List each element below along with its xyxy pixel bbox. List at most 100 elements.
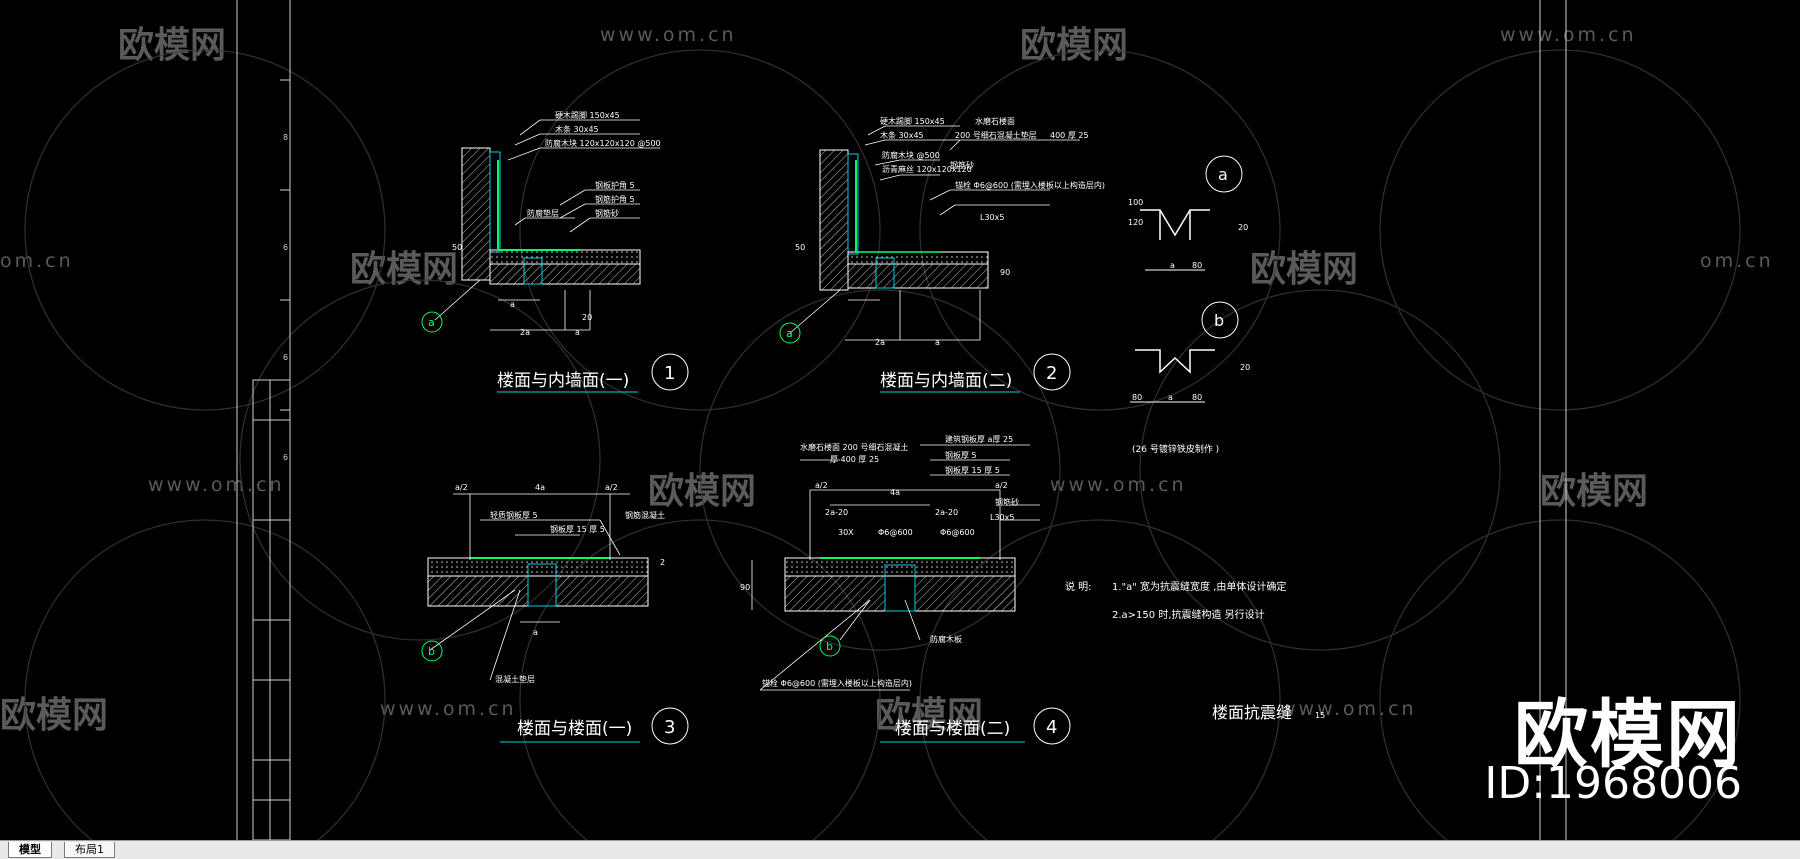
callout-label: 硬木踢脚 150x45 (555, 110, 620, 120)
dim-label: 2a-20 (825, 508, 848, 517)
detail-4: 水磨石楼面 200 号细石混凝土 厚 400 厚 25 建筑钢板厚 a厚 25 … (740, 434, 1071, 745)
dim-label: 20 (582, 313, 592, 322)
brand-id: ID:1968006 (1484, 758, 1742, 809)
callout-label: 防腐木块 @500 (882, 150, 940, 160)
profile-label: a (1218, 165, 1228, 184)
dim-label: 50 (452, 243, 462, 252)
callout-label: 锚栓 Φ6@600 (需埋入楼板以上构造层内) (955, 180, 1105, 190)
profile-a: a 120 100 80 a 20 (1128, 155, 1248, 271)
callout-label: 木条 30x45 (880, 130, 924, 140)
watermark-logo: 欧模网 (648, 471, 757, 512)
detail-number: 2 (1046, 363, 1057, 384)
watermark-url: www.om.cn (380, 698, 517, 720)
callout-label: 钢筋砂 (995, 497, 1019, 507)
callout-label: 防腐木块 120x120x120 @500 (545, 138, 661, 148)
notes-line-1: 1."a" 宽为抗震缝宽度 ,由单体设计确定 (1112, 580, 1286, 593)
callout-label: 厚 400 厚 25 (830, 455, 879, 464)
dim-label: 20 (1240, 363, 1250, 372)
callout-label: 钢板厚 15 厚 5 (550, 524, 605, 534)
dim-label: 90 (1000, 268, 1010, 277)
dim-label: a/2 (455, 483, 468, 492)
tab-layout1[interactable]: 布局1 (64, 842, 115, 858)
watermark-logo: 欧模网 (1250, 249, 1359, 290)
detail-number: 3 (664, 717, 675, 738)
watermark-logo: 欧模网 (1020, 25, 1129, 66)
callout-label: 木条 30x45 (555, 124, 599, 134)
dim-label: a (510, 300, 515, 309)
callout-label: 防腐木板 (930, 634, 962, 644)
frame-mark: 6 (283, 243, 288, 252)
notes-line-2: 2.a>150 时,抗震缝构造 另行设计 (1112, 608, 1265, 621)
callout-label: 钢筋砂 (595, 208, 619, 218)
frame-mark: 6 (283, 353, 288, 362)
callout-label: 400 厚 25 (1050, 131, 1089, 140)
watermark-logo: 欧模网 (350, 249, 459, 290)
callout-label: 钢筋砂 (950, 160, 974, 170)
frame-mark: 6 (283, 453, 288, 462)
watermark-url: www.om.cn (1500, 24, 1637, 46)
dim-label: 100 (1128, 198, 1143, 207)
dim-label: Φ6@600 (940, 528, 975, 537)
profile-b: b 80 a 80 20 (26 号镀锌铁皮制作 ) (1130, 301, 1250, 455)
dim-label: 4a (535, 483, 545, 492)
callout-label: 钢筋混凝土 (625, 510, 665, 520)
dim-label: 2 (660, 558, 665, 567)
dim-label: 2a-20 (935, 508, 958, 517)
detail-marker: b (826, 640, 833, 653)
profile-label: b (1214, 311, 1224, 330)
detail-number: 1 (664, 363, 675, 384)
callout-label: L30x5 (980, 213, 1004, 222)
dim-label: a (1170, 261, 1175, 270)
callout-label: 钢板护角 5 (595, 180, 635, 190)
callout-label: 混凝土垫层 (495, 674, 535, 684)
watermark-url: www.om.cn (600, 24, 737, 46)
detail-marker: b (428, 645, 435, 658)
profile-note: (26 号镀锌铁皮制作 ) (1132, 443, 1219, 455)
dim-label: a/2 (995, 481, 1008, 490)
callout-label: 轻质钢板厚 5 (490, 510, 538, 520)
callout-label: 钢板厚 5 (945, 450, 977, 460)
callout-label: 硬木踢脚 150x45 (880, 116, 945, 126)
brand-name: 欧模网 (1514, 692, 1742, 778)
dim-label: 20 (1238, 223, 1248, 232)
detail-marker: a (786, 327, 793, 340)
callout-label: 钢板厚 15 厚 5 (945, 465, 1000, 475)
watermark-logo: 欧模网 (0, 695, 109, 736)
dim-label: a/2 (815, 481, 828, 490)
detail-title: 楼面与楼面(二) (895, 719, 1010, 739)
detail-title: 楼面与楼面(一) (517, 719, 632, 739)
cad-viewport[interactable]: 欧模网 www.om.cn 欧模网 www.om.cn om.cn 欧模网 欧模… (0, 0, 1800, 840)
detail-number: 4 (1046, 717, 1057, 738)
notes: 说 明: 1."a" 宽为抗震缝宽度 ,由单体设计确定 2.a>150 时,抗震… (1065, 580, 1286, 621)
dim-label: 80 (1132, 393, 1142, 402)
watermark-logo: 欧模网 (875, 695, 984, 736)
dim-label: a (935, 338, 940, 347)
watermark-logo: 欧模网 (1540, 471, 1649, 512)
callout-label: 钢筋护角 5 (595, 194, 635, 204)
dim-label: 50 (795, 243, 805, 252)
watermark-url: om.cn (1700, 250, 1774, 272)
dim-label: a/2 (605, 483, 618, 492)
dim-label: a (575, 328, 580, 337)
sheet-suffix: 15 (1315, 711, 1325, 720)
detail-1: 硬木踢脚 150x45 木条 30x45 防腐木块 120x120x120 @5… (421, 110, 689, 393)
frame-mark: 8 (283, 133, 288, 142)
sheet-frame (236, 0, 1567, 840)
detail-2: 硬木踢脚 150x45 木条 30x45 水磨石楼面 200 号细石混凝土垫层 … (779, 116, 1105, 393)
dim-label: 2a (520, 328, 530, 337)
tab-model[interactable]: 模型 (8, 842, 52, 858)
dim-label: 80 (1192, 261, 1202, 270)
dim-label: Φ6@600 (878, 528, 913, 537)
dim-label: a (533, 628, 538, 637)
callout-label: 水磨石楼面 (975, 116, 1015, 126)
callout-label: L30x5 (990, 513, 1014, 522)
watermark-circles (24, 49, 1741, 840)
dim-label: 80 (1192, 393, 1202, 402)
watermark-url: www.om.cn (1050, 474, 1187, 496)
dim-label: 120 (1128, 218, 1143, 227)
dim-label: a (1168, 393, 1173, 402)
detail-title: 楼面与内墙面(一) (497, 371, 629, 391)
notes-label: 说 明: (1065, 580, 1092, 593)
cad-drawing: 8 6 6 6 (24, 0, 1741, 840)
detail-3: 轻质钢板厚 5 钢板厚 15 厚 5 钢筋混凝土 混凝土垫层 a/2 4a a/… (421, 483, 689, 745)
